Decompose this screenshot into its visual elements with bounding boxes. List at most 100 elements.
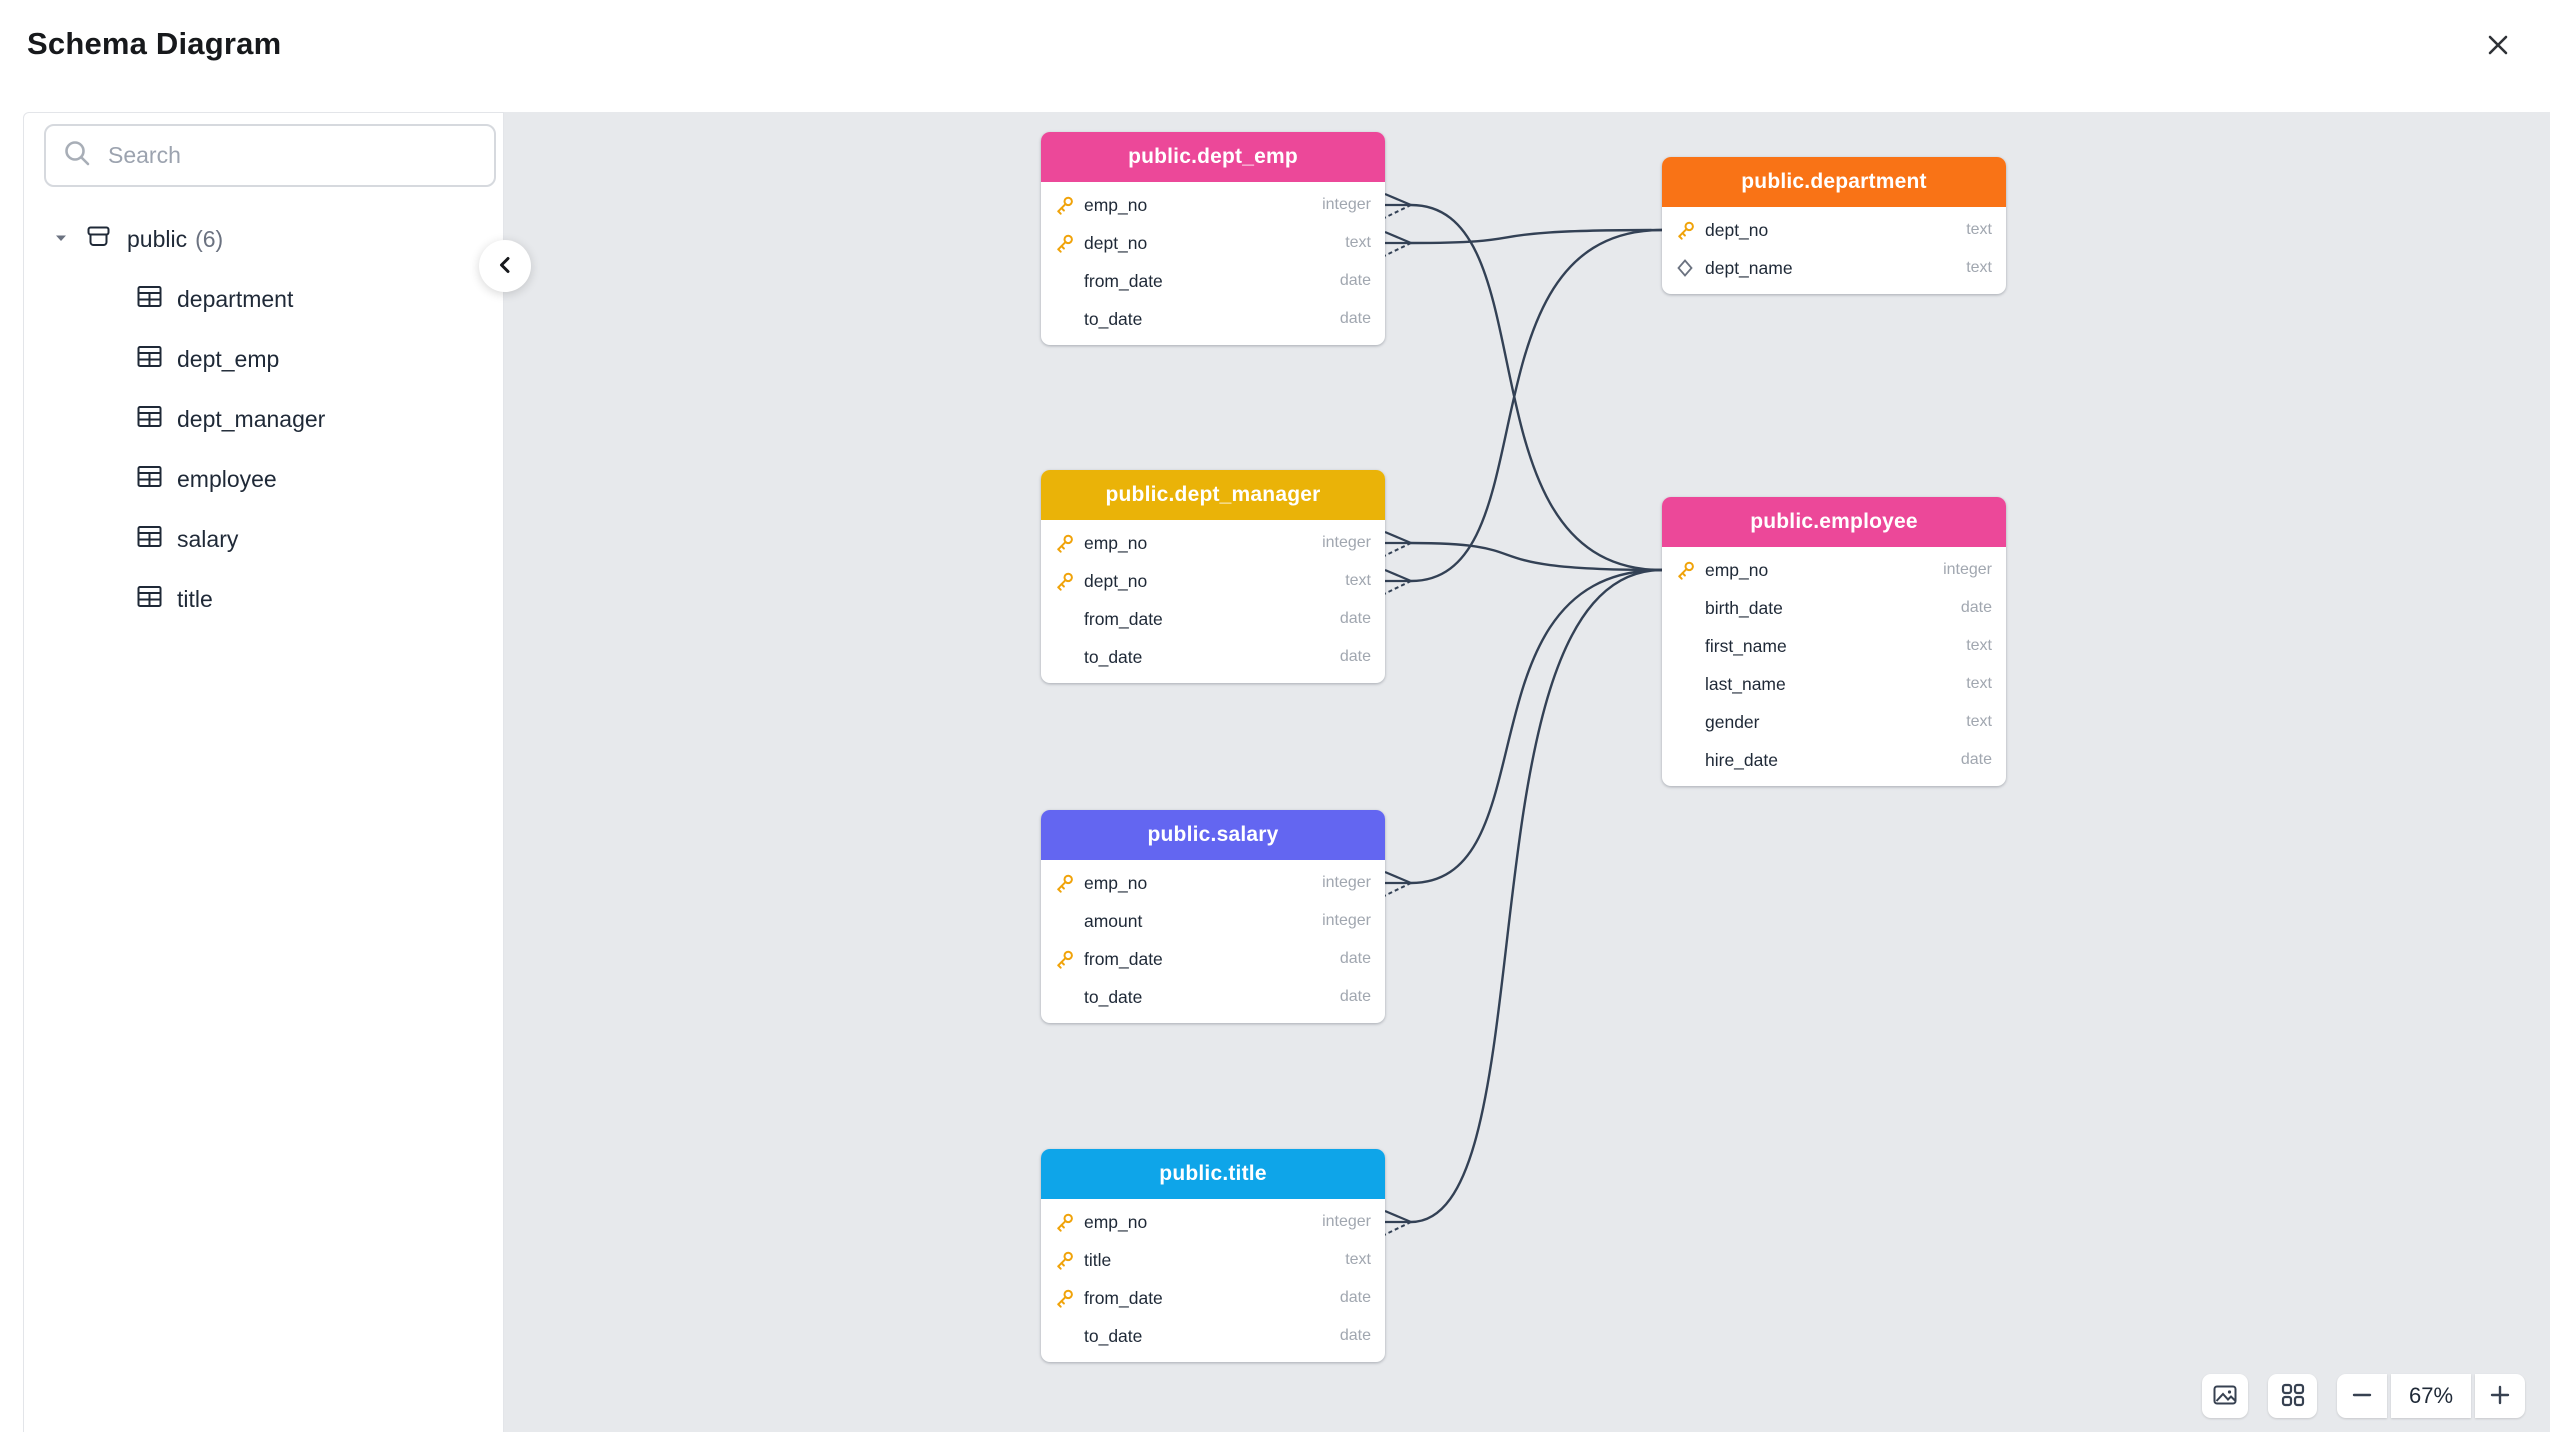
caret-down-icon[interactable] (52, 226, 70, 253)
no-icon (1674, 597, 1696, 619)
table-card-body: dept_no text dept_name text (1662, 207, 2006, 294)
table-icon (136, 464, 163, 495)
no-icon (1674, 673, 1696, 695)
table-icon (136, 584, 163, 615)
zoom-in-button[interactable] (2475, 1374, 2525, 1418)
column-row-employee-emp_no[interactable]: emp_no integer (1662, 551, 2006, 589)
no-icon (1053, 646, 1075, 668)
table-card-employee[interactable]: public.employee emp_no integer birth_dat… (1662, 497, 2006, 786)
no-icon (1674, 749, 1696, 771)
no-icon (1674, 635, 1696, 657)
column-row-title-title[interactable]: title text (1041, 1241, 1385, 1279)
primary-key-icon (1674, 559, 1696, 581)
table-card-dept_manager[interactable]: public.dept_manager emp_no integer dept_… (1041, 470, 1385, 683)
column-name: to_date (1084, 1325, 1143, 1346)
table-card-department[interactable]: public.department dept_no text dept_name… (1662, 157, 2006, 294)
sidebar-item-dept_manager[interactable]: dept_manager (24, 389, 502, 449)
sidebar-item-employee[interactable]: employee (24, 449, 502, 509)
column-type: date (1960, 751, 1992, 768)
column-type: date (1339, 1327, 1371, 1344)
column-name: gender (1705, 711, 1760, 732)
column-row-salary-amount[interactable]: amount integer (1041, 902, 1385, 940)
table-card-header[interactable]: public.salary (1041, 810, 1385, 860)
table-icon (136, 524, 163, 555)
primary-key-icon (1674, 219, 1696, 241)
tree-item-label: salary (177, 525, 239, 552)
column-type: date (1339, 988, 1371, 1005)
search-input[interactable] (108, 142, 478, 169)
column-type: integer (1322, 1213, 1371, 1230)
table-card-salary[interactable]: public.salary emp_no integer amount inte… (1041, 810, 1385, 1023)
column-type: text (1966, 675, 1992, 692)
column-row-dept_manager-from_date[interactable]: from_date date (1041, 600, 1385, 638)
column-row-employee-birth_date[interactable]: birth_date date (1662, 589, 2006, 627)
tree-item-label: dept_emp (177, 345, 280, 372)
table-card-header[interactable]: public.dept_emp (1041, 132, 1385, 182)
table-card-title[interactable]: public.title emp_no integer title text f… (1041, 1149, 1385, 1362)
column-name: hire_date (1705, 749, 1778, 770)
table-card-header[interactable]: public.title (1041, 1149, 1385, 1199)
sidebar-item-dept_emp[interactable]: dept_emp (24, 329, 502, 389)
zoom-out-button[interactable] (2337, 1374, 2387, 1418)
table-card-header[interactable]: public.dept_manager (1041, 470, 1385, 520)
column-name: emp_no (1084, 532, 1148, 553)
search-box (44, 124, 496, 187)
column-row-dept_emp-emp_no[interactable]: emp_no integer (1041, 186, 1385, 224)
table-title: public.dept_manager (1105, 483, 1321, 506)
table-card-header[interactable]: public.department (1662, 157, 2006, 207)
column-name: to_date (1084, 308, 1143, 329)
column-row-title-from_date[interactable]: from_date date (1041, 1279, 1385, 1317)
column-name: birth_date (1705, 597, 1783, 618)
column-type: text (1966, 637, 1992, 654)
column-type: text (1345, 572, 1371, 589)
column-row-dept_manager-emp_no[interactable]: emp_no integer (1041, 524, 1385, 562)
column-row-dept_manager-to_date[interactable]: to_date date (1041, 638, 1385, 676)
sidebar-item-salary[interactable]: salary (24, 509, 502, 569)
column-name: emp_no (1084, 1211, 1148, 1232)
column-name: to_date (1084, 986, 1143, 1007)
export-image-button[interactable] (2202, 1374, 2248, 1418)
column-row-title-emp_no[interactable]: emp_no integer (1041, 1203, 1385, 1241)
column-type: integer (1322, 534, 1371, 551)
no-icon (1053, 270, 1075, 292)
column-row-employee-hire_date[interactable]: hire_date date (1662, 741, 2006, 779)
table-title: public.dept_emp (1128, 145, 1298, 168)
sidebar-collapse-button[interactable] (479, 240, 531, 292)
tree-item-label: dept_manager (177, 405, 326, 432)
diagram-canvas[interactable]: public.dept_emp emp_no integer dept_no t… (504, 112, 2550, 1432)
zoom-level: 67% (2391, 1374, 2471, 1418)
sidebar-item-title[interactable]: title (24, 569, 502, 629)
primary-key-icon (1053, 872, 1075, 894)
column-row-employee-last_name[interactable]: last_name text (1662, 665, 2006, 703)
column-row-employee-first_name[interactable]: first_name text (1662, 627, 2006, 665)
column-row-salary-from_date[interactable]: from_date date (1041, 940, 1385, 978)
column-type: integer (1322, 912, 1371, 929)
column-row-dept_manager-dept_no[interactable]: dept_no text (1041, 562, 1385, 600)
table-card-header[interactable]: public.employee (1662, 497, 2006, 547)
column-row-dept_emp-from_date[interactable]: from_date date (1041, 262, 1385, 300)
column-row-dept_emp-dept_no[interactable]: dept_no text (1041, 224, 1385, 262)
column-row-employee-gender[interactable]: gender text (1662, 703, 2006, 741)
table-card-dept_emp[interactable]: public.dept_emp emp_no integer dept_no t… (1041, 132, 1385, 345)
column-row-department-dept_name[interactable]: dept_name text (1662, 249, 2006, 287)
column-row-department-dept_no[interactable]: dept_no text (1662, 211, 2006, 249)
grid-icon (2279, 1381, 2307, 1412)
column-type: date (1339, 648, 1371, 665)
column-name: emp_no (1084, 872, 1148, 893)
column-type: date (1339, 1289, 1371, 1306)
column-row-salary-emp_no[interactable]: emp_no integer (1041, 864, 1385, 902)
column-type: text (1345, 1251, 1371, 1268)
tree-schema-public[interactable]: public (6) (24, 209, 502, 269)
primary-key-icon (1053, 1249, 1075, 1271)
table-card-body: emp_no integer title text from_date date… (1041, 1199, 1385, 1362)
column-row-salary-to_date[interactable]: to_date date (1041, 978, 1385, 1016)
column-row-dept_emp-to_date[interactable]: to_date date (1041, 300, 1385, 338)
close-button[interactable] (2476, 24, 2520, 68)
column-name: dept_no (1084, 570, 1148, 591)
sidebar-item-department[interactable]: department (24, 269, 502, 329)
table-icon (136, 404, 163, 435)
column-row-title-to_date[interactable]: to_date date (1041, 1317, 1385, 1355)
top-bar: Schema Diagram (0, 0, 2550, 112)
auto-layout-button[interactable] (2268, 1374, 2317, 1418)
primary-key-icon (1053, 1211, 1075, 1233)
